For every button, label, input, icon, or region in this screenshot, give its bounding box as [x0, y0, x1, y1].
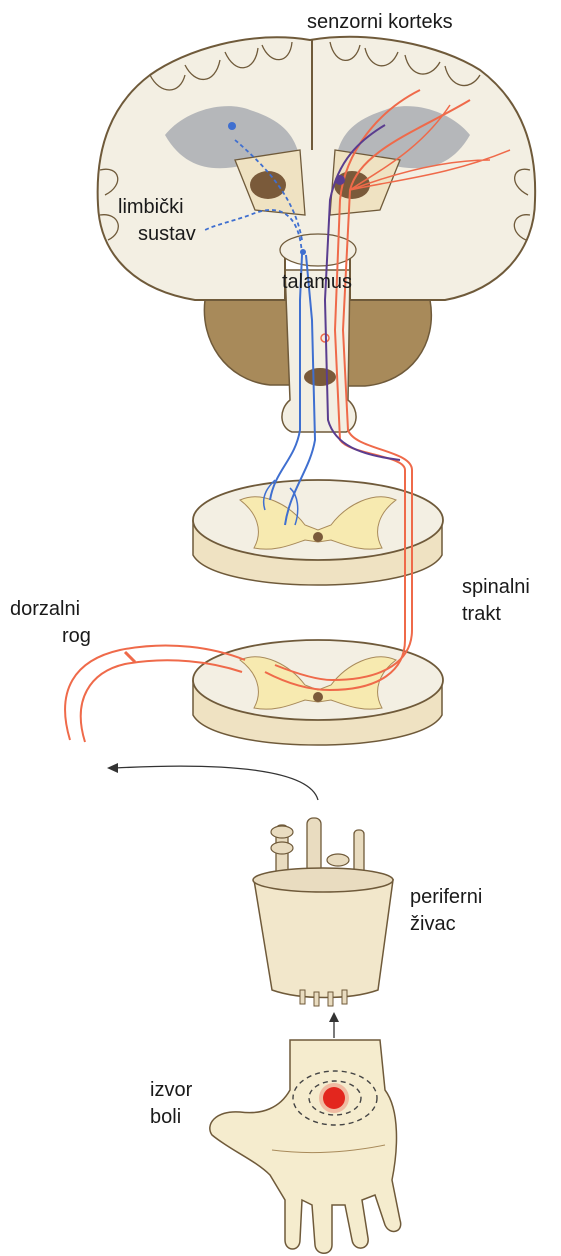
pons-nucleus	[304, 368, 336, 386]
label-peripheral-nerve-line2: živac	[410, 912, 456, 936]
label-sensory-cortex: senzorni korteks	[307, 10, 453, 34]
peripheral-nerve	[253, 818, 393, 1006]
label-dorsal-horn-line1: dorzalni	[10, 597, 80, 621]
arrow-nerve-to-spinal-cord	[115, 766, 318, 800]
nerve-sheath	[254, 880, 393, 998]
label-limbic-line1: limbički	[118, 195, 184, 219]
label-spinal-tract-line2: trakt	[462, 602, 501, 626]
label-limbic-line2: sustav	[138, 222, 196, 246]
label-pain-source-line1: izvor	[150, 1078, 192, 1102]
label-peripheral-nerve-line1: periferni	[410, 885, 482, 909]
label-thalamus: talamus	[282, 270, 352, 294]
hand-outline	[210, 1040, 401, 1253]
label-spinal-tract-line1: spinalni	[462, 575, 530, 599]
cerebellum	[204, 300, 290, 385]
label-pain-source-line2: boli	[150, 1105, 181, 1129]
hand	[210, 1040, 401, 1253]
nucleus-left	[250, 171, 286, 199]
label-dorsal-horn-line2: rog	[62, 624, 91, 648]
thalamus-body	[280, 234, 356, 266]
